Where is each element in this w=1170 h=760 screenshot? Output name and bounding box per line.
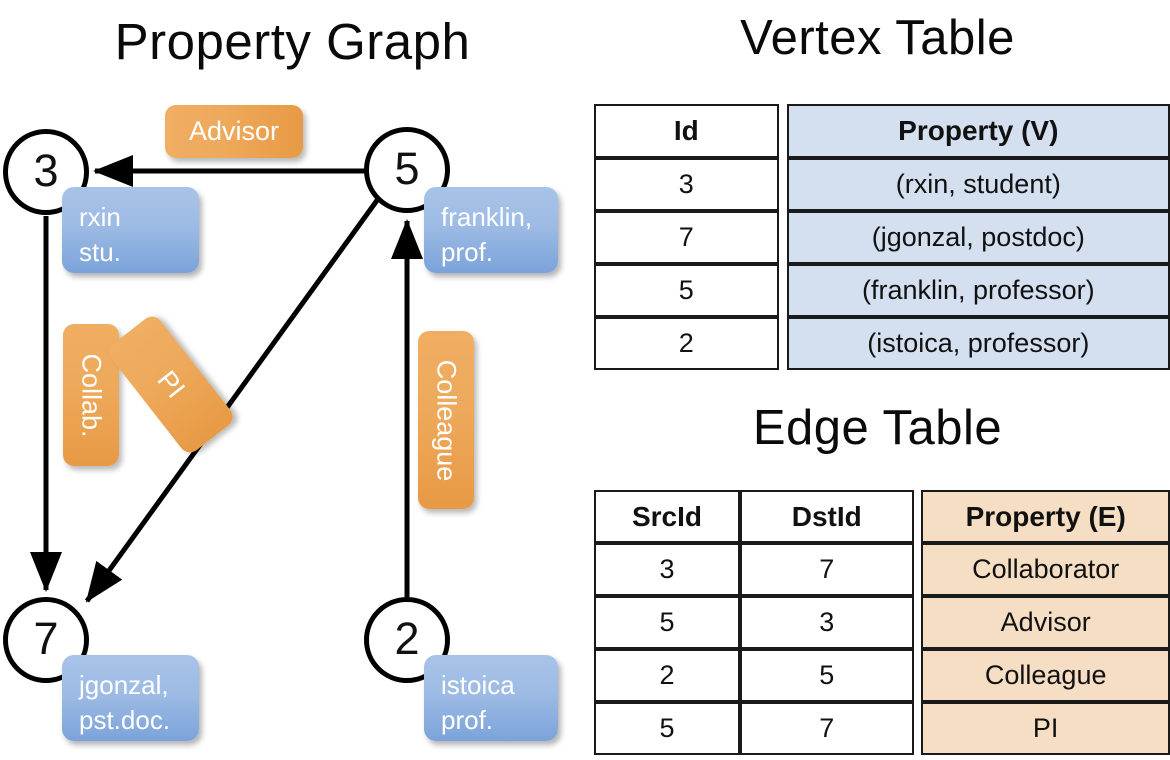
edge-label-advisor-text: Advisor [188,116,280,146]
table-row[interactable]: 2 5 Colleague [594,649,1170,702]
edge-table-cell-dstid: 5 [739,649,914,702]
vertex-property-box-2: istoica prof. [424,655,558,741]
edge-label-colleague-text: Colleague [431,359,462,481]
edge-table-cell-srcid: 2 [594,649,740,702]
vertex-table-cell-id: 7 [594,211,779,264]
vertex-property-box-3-line1: rxin [79,202,121,232]
edge-table-cell-property: Collaborator [921,543,1170,596]
vertex-property-box-7: jgonzal, pst.doc. [62,655,199,741]
vertex-table-cell-id: 3 [594,158,779,211]
vertex-table-cell-id: 5 [594,264,779,317]
edge-table-cell-srcid: 5 [594,702,740,755]
column-gap [913,649,922,702]
vertex-table-header-property: Property (V) [786,104,1170,158]
vertex-table-cell-property: (franklin, professor) [786,264,1170,317]
table-row[interactable]: 5 3 Advisor [594,596,1170,649]
vertex-property-box-5-line2: prof. [441,237,494,268]
vertex-table-cell-property: (jgonzal, postdoc) [786,211,1170,264]
column-gap [778,264,787,317]
table-row[interactable]: 5 (franklin, professor) [594,264,1170,317]
column-gap [913,596,922,649]
vertex-table-cell-property: (rxin, student) [786,158,1170,211]
page-title-edge-table: Edge Table [752,401,1003,455]
edge-label-colleague: Colleague [418,331,474,509]
vertex-property-box-2-line2: prof. [441,705,494,736]
column-gap [778,158,787,211]
graph-node-2[interactable]: 2 [364,597,450,683]
table-row[interactable]: 2 (istoica, professor) [594,317,1170,370]
edge-label-collab-text: Collab. [76,352,107,438]
edge-arrow-5-to-7 [84,197,381,603]
vertex-property-box-5-line1: franklin, [441,202,533,232]
property-graph-diagram: 3 5 7 2 rxin stu. franklin, prof. jgonza… [3,105,558,741]
column-gap [778,317,787,370]
column-gap [913,543,922,596]
graph-node-5-label: 5 [394,142,420,194]
edge-table-cell-dstid: 7 [739,543,914,596]
column-gap [913,702,922,755]
vertex-property-box-7-line1: jgonzal, [79,670,169,700]
edge-table-header-dstid: DstId [739,490,914,543]
table-row[interactable]: 7 (jgonzal, postdoc) [594,211,1170,264]
edge-table-header-row: SrcId DstId Property (E) [594,490,1170,543]
vertex-table-header-id: Id [594,104,779,158]
graph-edge-arrows [30,155,423,603]
vertex-property-box-2-line1: istoica [441,670,515,700]
vertex-property-box-7-line2: pst.doc. [79,705,171,736]
table-row[interactable]: 3 7 Collaborator [594,543,1170,596]
column-gap [778,104,787,158]
edge-label-pi-text: PI [151,364,192,404]
page-title-vertex-table: Vertex Table [740,11,1015,65]
graph-node-3-label: 3 [33,144,59,196]
column-gap [778,211,787,264]
vertex-table-cell-id: 2 [594,317,779,370]
edge-table-cell-srcid: 5 [594,596,740,649]
graph-node-2-label: 2 [394,612,420,664]
edge-table: SrcId DstId Property (E) 3 7 Collaborato… [594,490,1170,755]
vertex-table: Id Property (V) 3 (rxin, student) 7 (jgo… [594,104,1170,370]
edge-table-header-srcid: SrcId [594,490,740,543]
table-row[interactable]: 3 (rxin, student) [594,158,1170,211]
table-row[interactable]: 5 7 PI [594,702,1170,755]
graph-node-7-label: 7 [33,612,59,664]
graph-node-5[interactable]: 5 [364,127,450,213]
edge-table-cell-property: Colleague [921,649,1170,702]
edge-table-cell-property: PI [921,702,1170,755]
edge-label-advisor: Advisor [165,105,303,158]
column-gap [913,490,922,543]
edge-table-cell-property: Advisor [921,596,1170,649]
vertex-property-box-3: rxin stu. [62,187,199,273]
vertex-table-header-row: Id Property (V) [594,104,1170,158]
vertex-table-cell-property: (istoica, professor) [786,317,1170,370]
vertex-property-box-3-line2: stu. [79,237,121,268]
edge-table-header-property: Property (E) [921,490,1170,543]
page-title-property-graph: Property Graph [114,13,471,70]
edge-table-cell-srcid: 3 [594,543,740,596]
vertex-property-box-5: franklin, prof. [424,187,558,273]
edge-table-cell-dstid: 3 [739,596,914,649]
edge-table-cell-dstid: 7 [739,702,914,755]
